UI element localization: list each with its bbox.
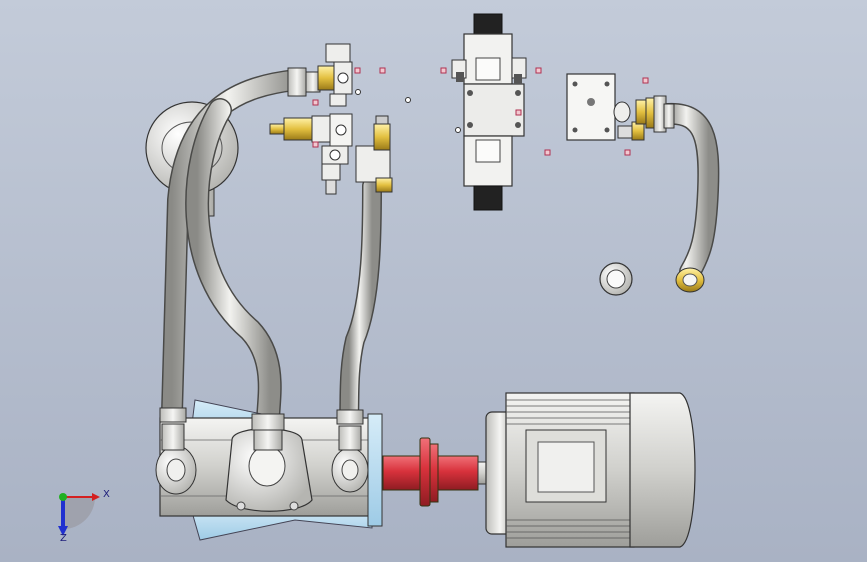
flow-valve[interactable]: [321, 145, 349, 195]
z-axis-label: Z: [60, 533, 67, 544]
reference-markers: [312, 67, 649, 156]
pump-fitting-center[interactable]: [251, 413, 285, 451]
check-valve-upper[interactable]: [317, 43, 353, 107]
solenoid-valve[interactable]: [451, 13, 527, 211]
outlet-fittings[interactable]: [613, 95, 675, 141]
electric-motor[interactable]: [485, 392, 696, 548]
hose-return[interactable]: [185, 98, 282, 434]
relief-valve[interactable]: [269, 113, 353, 147]
hose-tank-line[interactable]: [657, 102, 720, 283]
manifold-block[interactable]: [566, 73, 616, 141]
pump-fitting-left[interactable]: [159, 407, 187, 451]
hose-pressure[interactable]: [339, 176, 382, 428]
hose-end-ring[interactable]: [675, 267, 705, 293]
loose-bearing[interactable]: [599, 262, 633, 296]
pressure-switch[interactable]: [355, 115, 393, 193]
hose-fitting-top[interactable]: [287, 67, 321, 97]
y-axis-icon: [59, 493, 67, 501]
shaft-coupling[interactable]: [382, 437, 491, 507]
small-screws: [355, 89, 461, 133]
x-axis-label: X: [103, 489, 110, 500]
orientation-triad: [58, 493, 100, 536]
pump-fitting-right[interactable]: [336, 409, 364, 451]
